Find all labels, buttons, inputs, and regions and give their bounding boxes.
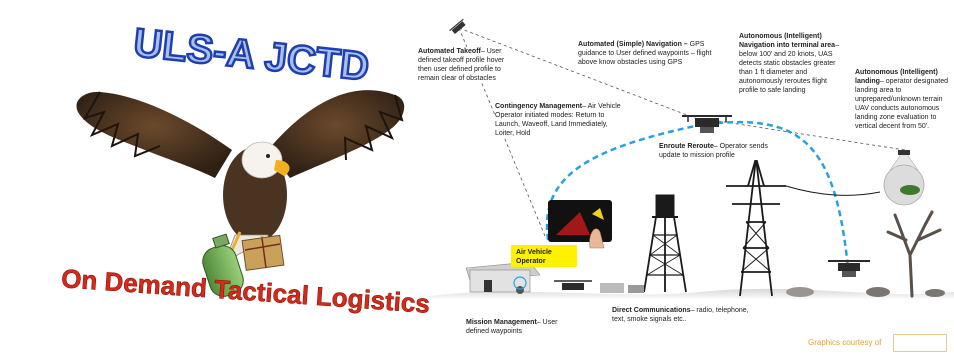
cargo-box: [241, 234, 285, 271]
waypoint-path: [458, 27, 701, 121]
dead-tree: [886, 210, 942, 298]
intelligent-landing-heading: Autonomous (Intelligent) landing: [855, 69, 938, 85]
enroute-reroute-heading: Enroute Reroute: [659, 143, 714, 150]
intelligent-navigation-heading: Autonomous (Intelligent) Navigation into…: [739, 33, 836, 49]
contingency-management-label: Contingency Management– Air Vehicle Oper…: [495, 102, 625, 138]
simple-navigation-heading: Automated (Simple) Navigation –: [578, 41, 690, 48]
operator-tablet: [548, 200, 612, 249]
ground-drone: [554, 280, 592, 290]
rubble: [786, 287, 945, 297]
simple-navigation-body: GPS guidance to User defined waypoints –…: [578, 41, 712, 66]
mission-management-heading: Mission Management: [466, 319, 537, 326]
eagle-left-wing: [76, 91, 233, 178]
air-vehicle-operator-badge: [511, 245, 577, 267]
logo-title: ULS-A JCTD: [132, 21, 372, 89]
power-pylon: [726, 157, 786, 297]
mission-management-label: Mission Management– User defined waypoin…: [466, 318, 566, 336]
operator-marker: [513, 276, 527, 290]
mission-management-body: – User defined waypoints: [466, 319, 558, 335]
direct-communications-heading: Direct Communications: [612, 307, 691, 314]
intelligent-navigation-label: Autonomous (Intelligent) Navigation into…: [739, 32, 841, 95]
automated-takeoff-label: Automated Takeoff– User defined takeoff …: [418, 47, 508, 83]
takeoff-drone: [449, 18, 466, 35]
intelligent-landing-body: – operator designated landing area to un…: [855, 78, 948, 130]
simple-navigation-label: Automated (Simple) Navigation – GPS guid…: [578, 40, 726, 67]
enroute-reroute-label: Enroute Reroute– Operator sends update t…: [659, 142, 779, 160]
air-vehicle-operator-label: Air Vehicle Operator: [516, 249, 552, 265]
contingency-management-body: – Air Vehicle Operator initiated modes: …: [495, 103, 621, 137]
eagle-beak: [274, 160, 290, 176]
intelligent-landing-label: Autonomous (Intelligent) landing– operat…: [855, 68, 951, 131]
enroute-drone: [682, 115, 732, 133]
graphics-credit: Graphics courtesy of: [808, 338, 882, 347]
contingency-management-heading: Contingency Management: [495, 103, 583, 110]
intelligent-navigation-body: – below 100’ and 20 knots, UAS detects s…: [739, 42, 839, 94]
logo-subtitle: On Demand Tactical Logistics: [60, 263, 431, 319]
credit-logo: [893, 334, 947, 352]
automated-takeoff-heading: Automated Takeoff: [418, 48, 481, 55]
water-tower: [643, 194, 687, 293]
landing-zone-scan: [883, 149, 925, 206]
eagle-head: [241, 141, 283, 179]
ground: [430, 288, 954, 300]
eagle-right-wing: [268, 90, 405, 178]
automated-takeoff-body: – User defined takeoff profile hover the…: [418, 48, 505, 82]
enroute-reroute-body: – Operator sends update to mission profi…: [659, 143, 768, 159]
direct-communications-label: Direct Communications– radio, telephone,…: [612, 306, 762, 324]
landing-drone: [828, 260, 870, 277]
eagle-logo: [76, 90, 405, 297]
direct-communications-body: – radio, telephone, text, smoke signals …: [612, 307, 749, 323]
